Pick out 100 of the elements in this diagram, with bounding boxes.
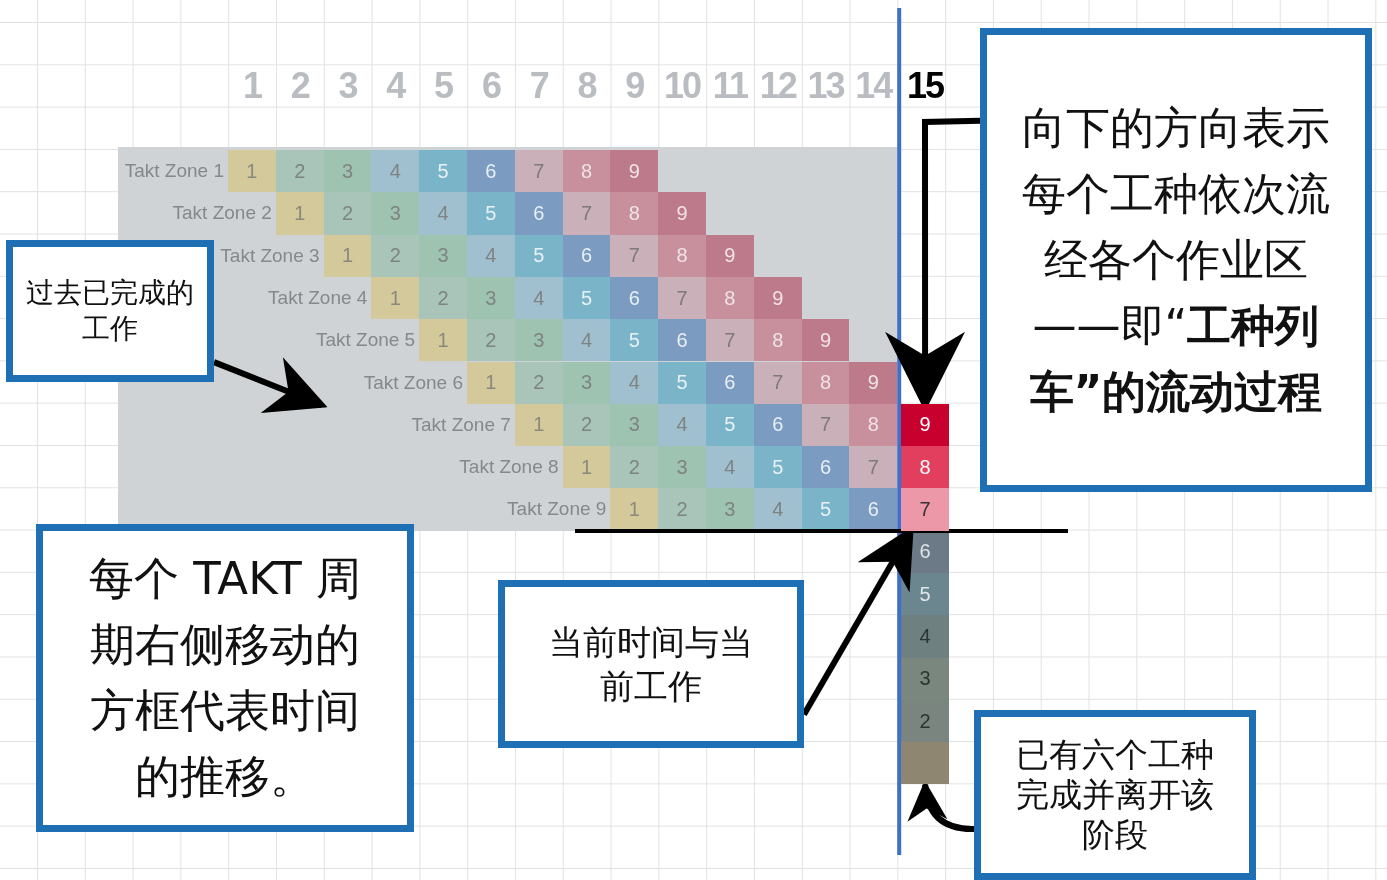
task-block: 9 — [849, 361, 898, 404]
column-number: 15 — [906, 64, 945, 108]
callout-box — [36, 524, 414, 832]
column-number: 11 — [711, 64, 749, 108]
column-number: 6 — [480, 64, 502, 108]
task-block: 9 — [801, 319, 850, 362]
task-block: 6 — [562, 234, 611, 277]
task-block — [901, 742, 949, 785]
task-block: 1 — [610, 488, 659, 531]
task-block: 2 — [323, 192, 372, 235]
column-number: 9 — [624, 64, 645, 108]
task-block: 4 — [514, 276, 563, 320]
task-block: 9 — [706, 234, 754, 277]
task-block: 4 — [467, 234, 515, 277]
task-block: 6 — [849, 488, 898, 531]
task-block: 2 — [275, 150, 324, 193]
task-block: 5 — [467, 192, 515, 235]
task-block: 3 — [323, 150, 372, 193]
task-block: 8 — [658, 234, 706, 277]
task-block: 7 — [801, 403, 850, 447]
task-block: 5 — [801, 488, 850, 531]
task-block: 6 — [467, 150, 515, 193]
callout-box — [974, 710, 1256, 880]
row-label: Takt Zone 5 — [314, 328, 416, 353]
row-label: Takt Zone 4 — [267, 285, 368, 310]
row-label: Takt Zone 1 — [123, 159, 224, 183]
task-block: 9 — [658, 192, 706, 235]
callout-text: 每个 TAKT 周期右侧移动的方框代表时间的推移。 — [88, 551, 362, 805]
task-block: 7 — [658, 276, 706, 320]
task-block: 5 — [610, 319, 659, 362]
row-label: Takt Zone 9 — [506, 497, 607, 522]
callout-box — [498, 580, 804, 748]
task-block: 6 — [801, 446, 850, 489]
column-number: 14 — [854, 64, 894, 108]
task-block: 5 — [419, 150, 467, 193]
task-block: 1 — [419, 319, 467, 362]
column-number: 2 — [289, 64, 311, 108]
task-block: 6 — [706, 361, 754, 404]
task-block: 1 — [467, 361, 515, 404]
task-block: 4 — [610, 361, 659, 404]
task-block: 1 — [275, 192, 324, 235]
task-block: 4 — [419, 192, 467, 235]
row-label: Takt Zone 3 — [219, 243, 320, 268]
task-block: 8 — [562, 150, 611, 193]
task-block: 7 — [706, 319, 754, 362]
task-block: 8 — [801, 361, 850, 404]
task-block: 3 — [419, 234, 467, 277]
task-block: 3 — [371, 192, 420, 235]
task-block: 4 — [562, 319, 611, 362]
task-block: 5 — [562, 276, 611, 320]
task-block: 5 — [706, 403, 754, 447]
task-block: 9 — [753, 276, 802, 320]
task-block: 3 — [706, 488, 754, 531]
callout-text: 已有六个工种完成并离开该阶段 — [1015, 735, 1215, 855]
column-number: 10 — [663, 64, 702, 108]
task-block: 2 — [562, 403, 611, 447]
task-block: 4 — [753, 488, 802, 531]
task-block: 2 — [901, 699, 949, 743]
task-block: 6 — [514, 192, 563, 235]
task-block: 7 — [753, 361, 802, 404]
callout-text: 当前时间与当前工作 — [549, 621, 753, 708]
row-label: Takt Zone 2 — [171, 201, 272, 226]
task-block: 8 — [901, 446, 949, 489]
task-block: 8 — [706, 276, 754, 320]
task-block: 2 — [658, 488, 706, 531]
task-block: 3 — [562, 361, 611, 404]
column-number: 12 — [758, 64, 798, 108]
task-block: 3 — [610, 403, 659, 447]
task-block: 4 — [658, 403, 706, 447]
column-number: 8 — [576, 64, 597, 108]
task-block: 5 — [901, 573, 949, 616]
task-block: 4 — [371, 150, 420, 193]
task-block: 1 — [514, 403, 563, 447]
callout-box — [980, 28, 1372, 492]
task-block: 3 — [901, 657, 949, 700]
callout-text: 过去已完成的工作 — [25, 275, 195, 347]
task-block: 3 — [514, 319, 563, 362]
column-number: 5 — [433, 64, 454, 108]
task-block: 5 — [514, 234, 563, 277]
task-block: 1 — [323, 234, 372, 277]
task-block: 6 — [610, 276, 659, 320]
row-label: Takt Zone 8 — [458, 455, 559, 480]
column-number: 13 — [806, 64, 846, 108]
task-block: 5 — [658, 361, 706, 404]
task-block: 8 — [610, 192, 659, 235]
task-block: 8 — [753, 319, 802, 362]
task-block: 1 — [562, 446, 611, 489]
task-block: 3 — [658, 446, 706, 489]
task-block: 7 — [849, 446, 898, 489]
column-number: 1 — [241, 64, 263, 108]
task-block: 8 — [849, 403, 898, 447]
task-block: 2 — [419, 276, 467, 320]
task-block: 7 — [901, 488, 949, 531]
task-block: 5 — [753, 446, 802, 489]
task-block: 7 — [562, 192, 611, 235]
task-block: 1 — [228, 150, 276, 193]
task-block: 3 — [467, 276, 515, 320]
row-label: Takt Zone 6 — [362, 370, 463, 395]
row-label: Takt Zone 7 — [410, 412, 511, 437]
task-block: 9 — [610, 150, 659, 193]
